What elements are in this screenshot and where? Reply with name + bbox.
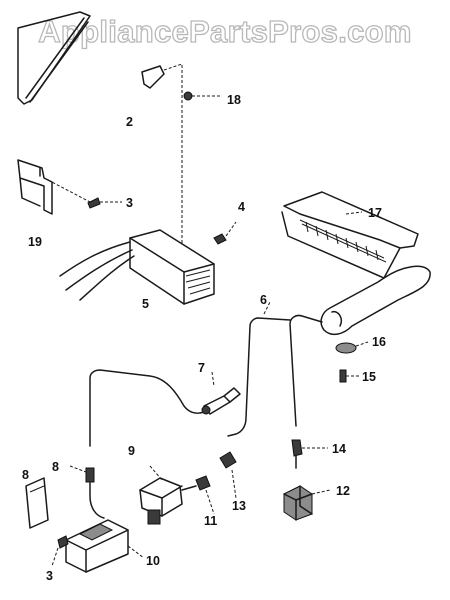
callout-6: 6 bbox=[260, 293, 267, 307]
orifice-part-16 bbox=[335, 341, 369, 354]
top-rail-bracket bbox=[17, 11, 91, 105]
screw-part-3-upper bbox=[47, 179, 122, 209]
callout-19: 19 bbox=[28, 235, 42, 249]
callout-5: 5 bbox=[142, 297, 149, 311]
valve-part-13 bbox=[283, 485, 331, 521]
callout-3-upper: 3 bbox=[126, 196, 133, 210]
plate-part-12 bbox=[25, 477, 49, 529]
callout-8-left: 8 bbox=[52, 460, 59, 474]
nut-part-8-left bbox=[69, 465, 105, 519]
callout-13: 12 bbox=[336, 484, 350, 498]
callout-16: 16 bbox=[372, 335, 386, 349]
valve-body-part-10 bbox=[65, 519, 145, 573]
fitting-part-14 bbox=[291, 439, 328, 469]
module-part-5 bbox=[59, 229, 215, 305]
callout-11: 11 bbox=[204, 514, 217, 528]
callout-14: 14 bbox=[332, 442, 346, 456]
callout-4: 4 bbox=[238, 200, 245, 214]
clip-part-4 bbox=[213, 221, 237, 245]
callout-7: 7 bbox=[198, 361, 205, 375]
regulator-part-9 bbox=[139, 465, 197, 525]
fitting-part-11 bbox=[195, 475, 215, 515]
callout-18: 18 bbox=[227, 93, 241, 107]
screw-part-15 bbox=[339, 369, 360, 383]
screw-part-18 bbox=[183, 91, 222, 101]
callout-3-lower: 3 bbox=[46, 569, 53, 583]
callout-2: 2 bbox=[126, 115, 133, 129]
burner-tube bbox=[320, 265, 431, 336]
callout-15: 15 bbox=[362, 370, 376, 384]
gas-tube-part-6 bbox=[227, 301, 323, 437]
screw-part-3-lower bbox=[51, 535, 69, 567]
callout-17: 17 bbox=[368, 206, 382, 220]
callout-9: 9 bbox=[128, 444, 135, 458]
watermark: AppliancePartsPros.com bbox=[38, 13, 413, 49]
bracket-part-2 bbox=[141, 63, 183, 244]
callout-10: 10 bbox=[146, 554, 160, 568]
burner-plate-part-17 bbox=[281, 191, 419, 279]
bracket-part-19 bbox=[17, 159, 53, 215]
nut-part-8-right bbox=[219, 451, 237, 499]
callout-8-right: 13 bbox=[232, 499, 246, 513]
tube-part-7 bbox=[89, 369, 241, 447]
callout-12: 8 bbox=[22, 468, 29, 482]
